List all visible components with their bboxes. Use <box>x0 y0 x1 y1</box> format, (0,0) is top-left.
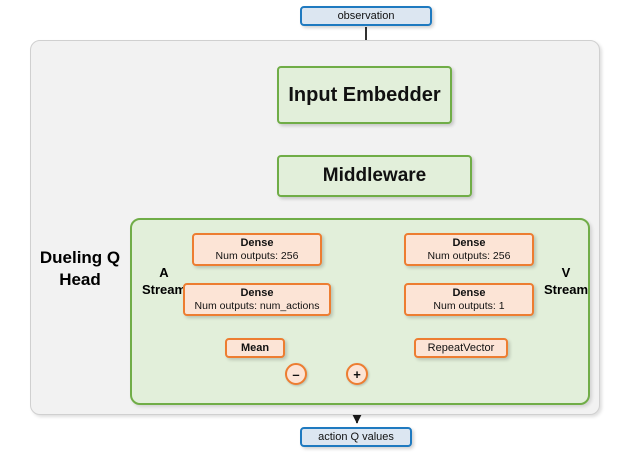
node-v-stream-dense-1-title: Dense <box>452 286 486 299</box>
node-v-stream-dense-256-subtitle: Num outputs: 256 <box>427 249 511 262</box>
node-input-embedder-label: Input Embedder <box>288 83 441 106</box>
node-input-embedder[interactable]: Input Embedder <box>277 66 452 124</box>
operator-subtract-icon[interactable]: – <box>285 363 307 385</box>
node-observation[interactable]: observation <box>300 6 432 26</box>
operator-add-label: + <box>353 366 361 382</box>
a-stream-label-line2: Stream <box>141 282 187 297</box>
node-a-stream-dense-256[interactable]: Dense Num outputs: 256 <box>192 233 322 266</box>
node-observation-label: observation <box>337 10 395 22</box>
dueling-q-head-label-line1: Dueling Q <box>39 248 121 267</box>
node-middleware-label: Middleware <box>322 165 427 186</box>
node-action-q-values-label: action Q values <box>318 431 394 443</box>
operator-subtract-label: – <box>292 366 300 382</box>
v-stream-label-line2: Stream <box>543 282 589 297</box>
dueling-q-head-label: Dueling Q Head <box>30 247 130 291</box>
node-repeat-vector-label: RepeatVector <box>427 342 495 354</box>
node-mean[interactable]: Mean <box>225 338 285 358</box>
a-stream-label: A Stream <box>138 264 190 298</box>
v-stream-label: V Stream <box>538 264 594 298</box>
node-mean-label: Mean <box>240 342 270 354</box>
a-stream-label-line1: A <box>159 265 169 280</box>
node-a-stream-dense-num-actions-subtitle: Num outputs: num_actions <box>194 299 320 312</box>
node-a-stream-dense-256-title: Dense <box>240 236 274 249</box>
node-v-stream-dense-256[interactable]: Dense Num outputs: 256 <box>404 233 534 266</box>
node-action-q-values[interactable]: action Q values <box>300 427 412 447</box>
operator-add-icon[interactable]: + <box>346 363 368 385</box>
node-v-stream-dense-256-title: Dense <box>452 236 486 249</box>
node-a-stream-dense-num-actions-title: Dense <box>240 286 274 299</box>
node-a-stream-dense-256-subtitle: Num outputs: 256 <box>215 249 299 262</box>
node-a-stream-dense-num-actions[interactable]: Dense Num outputs: num_actions <box>183 283 331 316</box>
node-v-stream-dense-1[interactable]: Dense Num outputs: 1 <box>404 283 534 316</box>
node-repeat-vector[interactable]: RepeatVector <box>414 338 508 358</box>
v-stream-label-line1: V <box>561 265 571 280</box>
node-middleware[interactable]: Middleware <box>277 155 472 197</box>
dueling-q-head-label-line2: Head <box>59 270 101 289</box>
node-v-stream-dense-1-subtitle: Num outputs: 1 <box>433 299 505 312</box>
